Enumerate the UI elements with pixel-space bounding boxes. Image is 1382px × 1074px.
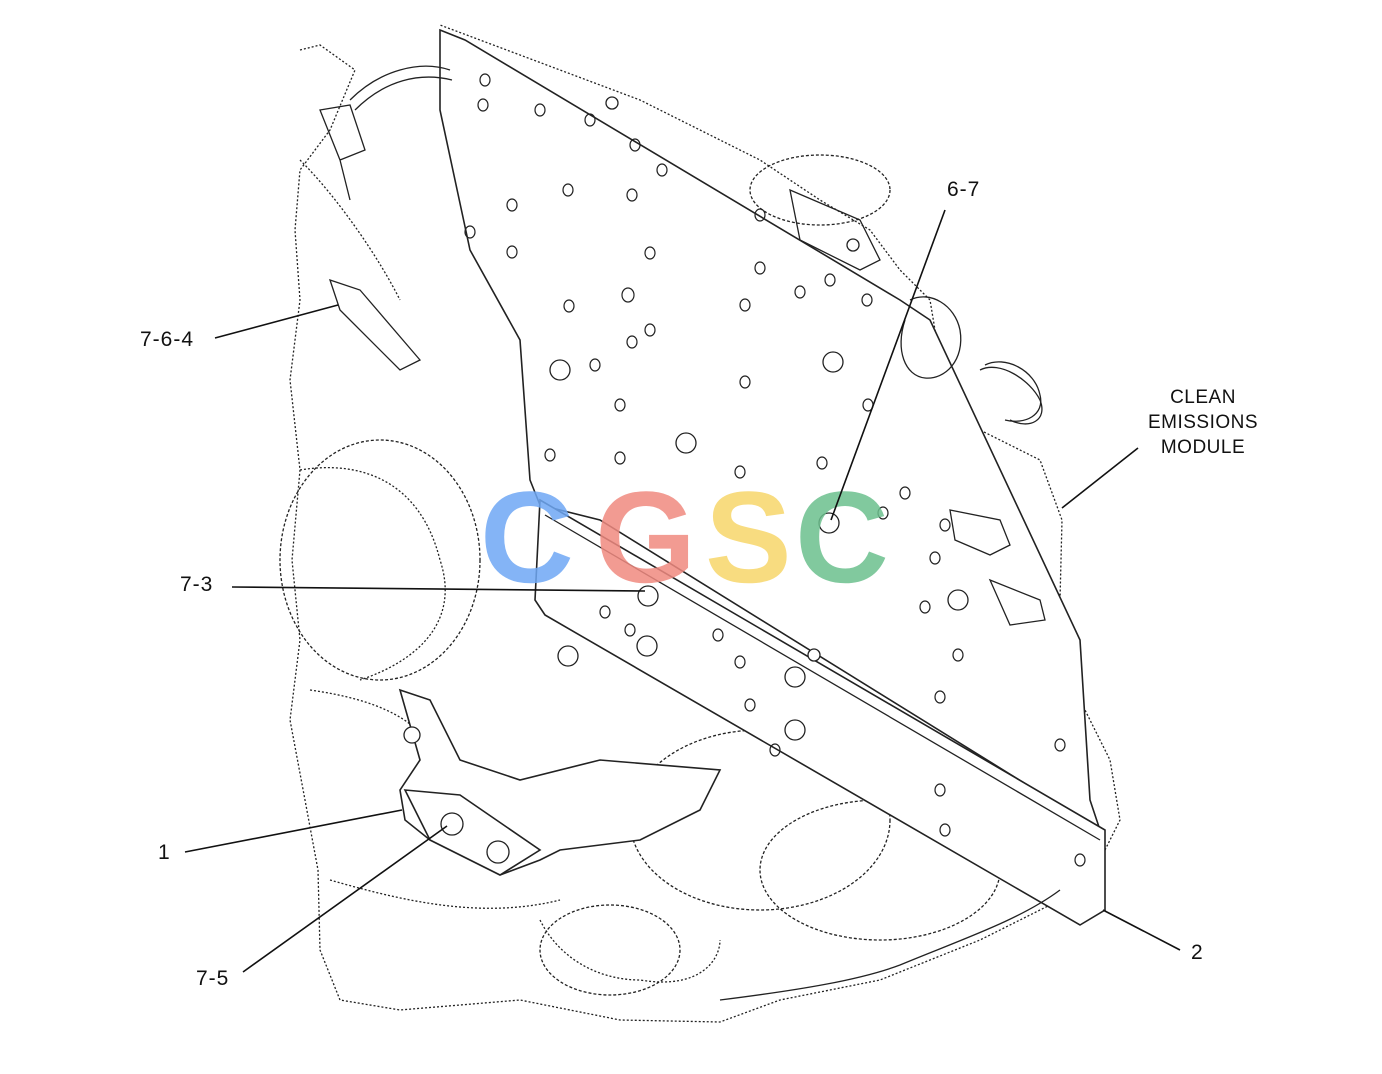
fitting-top-right <box>789 188 881 271</box>
leader-2 <box>1102 909 1181 951</box>
dome-bottom <box>539 904 681 996</box>
module-label-line-3: MODULE <box>1160 437 1246 458</box>
module-label-line-1: CLEAN <box>1170 387 1236 408</box>
leader-lines <box>184 209 1181 973</box>
leader-7-6-4 <box>214 304 339 339</box>
dome-top-right <box>749 154 891 226</box>
callout-7-6-4: 7-6-4 <box>140 328 195 351</box>
watermark-letter-c1: C <box>480 464 574 610</box>
cgsc-watermark: C G S C <box>480 464 889 610</box>
filter-canister-left <box>279 439 481 681</box>
callout-7-5: 7-5 <box>196 967 230 990</box>
pipe-right <box>979 366 1043 425</box>
module-label-line-2: EMISSIONS <box>1147 412 1259 433</box>
hole-ring <box>900 296 962 379</box>
leader-6-7 <box>830 209 946 521</box>
hose-ring-right <box>984 361 1042 422</box>
leader-1 <box>184 809 403 853</box>
pipe-bottom <box>719 889 1061 1001</box>
leader-7-5 <box>242 825 448 973</box>
callout-6-7: 6-7 <box>947 178 981 201</box>
watermark-letter-g: G <box>595 464 696 610</box>
plate-holes <box>464 73 1086 867</box>
bolts <box>403 96 969 864</box>
fitting-mid-left <box>328 278 422 371</box>
clean-emissions-module-label: CLEAN EMISSIONS MODULE <box>1138 385 1268 460</box>
pipe-top-left <box>349 65 453 111</box>
leader-7-3 <box>231 586 646 592</box>
engine-outline <box>289 24 1121 1023</box>
fitting-right <box>949 509 1046 626</box>
callout-2: 2 <box>1191 941 1204 964</box>
watermark-letter-c2: C <box>795 464 889 610</box>
bracket-rail-edge <box>544 514 1101 841</box>
watermark-letter-s: S <box>705 464 792 610</box>
fitting-top-left <box>319 104 366 201</box>
support-bracket-rail <box>534 498 1106 926</box>
leader-clean-emissions-module <box>1061 447 1139 509</box>
callout-1: 1 <box>158 841 171 864</box>
callout-7-3: 7-3 <box>180 573 214 596</box>
